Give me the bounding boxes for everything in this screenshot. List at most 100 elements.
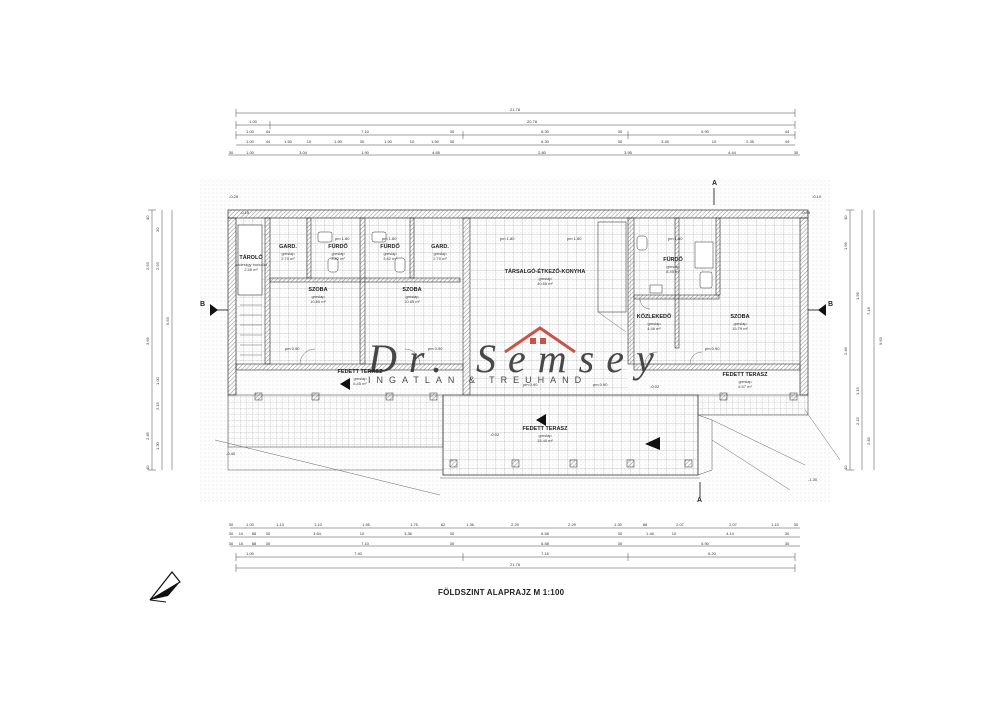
dim-bot1: 30 bbox=[228, 522, 234, 527]
dim-bot4: 7.40 bbox=[354, 551, 362, 556]
dim-left: 1.30 bbox=[155, 442, 160, 450]
dim-top1: 21.78 bbox=[509, 107, 521, 112]
dim-bot1: 1.55 bbox=[362, 522, 370, 527]
dim-top3: 44 bbox=[265, 129, 271, 134]
dim-bot1: 1.00 bbox=[246, 522, 254, 527]
dim-bot2: 4.14 bbox=[726, 531, 734, 536]
dim-bot2: 3.64 bbox=[313, 531, 321, 536]
dim-bot2: 10 bbox=[671, 531, 677, 536]
dim-bot1: 1.10 bbox=[314, 522, 322, 527]
dim-bot4: 6.20 bbox=[708, 551, 716, 556]
dim-top5: 3.95 bbox=[624, 150, 632, 155]
dim-top4: 44 bbox=[265, 139, 271, 144]
room-sub-szoba-1: greslap bbox=[311, 294, 325, 299]
dim-top4: 30 bbox=[617, 139, 623, 144]
level-mark: -0.02 bbox=[650, 384, 660, 389]
dim-right: 9.63 bbox=[878, 337, 883, 345]
dim-bot1: 2.29 bbox=[568, 522, 576, 527]
section-marker-b-left: B bbox=[200, 301, 206, 308]
dim-top4: 10 bbox=[306, 139, 312, 144]
parapet-label: pm 0.90 bbox=[523, 382, 538, 387]
dim-left: 2.93 bbox=[155, 262, 160, 270]
dim-top3: 30 bbox=[617, 129, 623, 134]
dim-bot2: 3.36 bbox=[404, 531, 412, 536]
level-mark: -0.20 bbox=[229, 194, 239, 199]
level-mark: -0.10 bbox=[812, 194, 822, 199]
dim-top5: 30 bbox=[228, 150, 234, 155]
room-sub-terasz-1: greslap bbox=[353, 376, 367, 381]
dim-bot5: 21.78 bbox=[509, 562, 521, 567]
dim-left: 40 bbox=[145, 465, 150, 470]
room-area-furdo-2: 3.82 m² bbox=[383, 256, 397, 261]
room-name-kozlekedo: KÖZLEKEDŐ bbox=[636, 314, 672, 320]
parapet-label: pm 0.90 bbox=[593, 382, 608, 387]
room-sub-gard-1: greslap bbox=[281, 251, 295, 256]
dim-top4: 44 bbox=[784, 139, 790, 144]
dim-top4: 1.90 bbox=[384, 139, 392, 144]
watermark-roof-logo bbox=[504, 326, 576, 354]
room-sub-terasz-3: greslap bbox=[738, 379, 752, 384]
dim-top4: 1.50 bbox=[284, 139, 292, 144]
dim-top4: 6.30 bbox=[541, 139, 549, 144]
room-sub-furdo-2: greslap bbox=[383, 251, 397, 256]
dim-top4: 1.00 bbox=[246, 139, 254, 144]
dim-bot3: 30 bbox=[617, 541, 623, 546]
room-sub-szoba-2: greslap bbox=[405, 294, 419, 299]
room-sub-terasz-2: greslap bbox=[538, 433, 552, 438]
dim-top5: 4.44 bbox=[728, 150, 736, 155]
dim-right: 7.18 bbox=[866, 307, 871, 315]
room-name-szoba-1: SZOBA bbox=[308, 287, 328, 293]
parapet-label: pm 1.80 bbox=[382, 236, 397, 241]
parapet-label: pm 0.90 bbox=[285, 346, 300, 351]
room-area-terasz-1: 5.45 m² bbox=[353, 381, 367, 386]
section-marker-a-top: A bbox=[712, 180, 718, 187]
room-sub-tarsalgo: greslap bbox=[538, 276, 552, 281]
north-arrow-icon bbox=[149, 571, 181, 603]
dim-bot1: 1.30 bbox=[614, 522, 622, 527]
room-name-gard-2: GARD. bbox=[431, 244, 449, 250]
dim-left: 40 bbox=[145, 215, 150, 220]
room-sub-szoba-3: greslap bbox=[733, 321, 747, 326]
dim-bot2: 1.46 bbox=[646, 531, 654, 536]
dim-bot2: 6.58 bbox=[541, 531, 549, 536]
dim-bot1: 1.75 bbox=[410, 522, 418, 527]
dim-left: 30 bbox=[155, 227, 160, 232]
section-marker-a-bottom: A bbox=[697, 497, 703, 504]
room-name-tarsalgo: TÁRSALGÓ-ÉTKEZŐ-KONYHA bbox=[504, 269, 586, 275]
level-mark: -0.15 bbox=[240, 210, 250, 215]
room-area-tarsalgo: 40.65 m² bbox=[537, 281, 553, 286]
room-sub-kozlekedo: greslap bbox=[647, 321, 661, 326]
drawing-title: FÖLDSZINT ALAPRAJZ M 1:100 bbox=[438, 588, 565, 597]
dim-left: 5.63 bbox=[165, 317, 170, 325]
dim-top3: 30 bbox=[449, 129, 455, 134]
level-mark: -1.30 bbox=[808, 477, 818, 482]
dim-top5: 3.04 bbox=[299, 150, 307, 155]
dim-top4: 1.90 bbox=[334, 139, 342, 144]
dim-top5: 4.65 bbox=[432, 150, 440, 155]
dim-bot1: 2.07 bbox=[676, 522, 684, 527]
room-name-furdo-2: FÜRDŐ bbox=[380, 244, 400, 250]
dim-top4: 10 bbox=[711, 139, 717, 144]
dim-top4: 2.35 bbox=[746, 139, 754, 144]
room-name-gard-1: GARD. bbox=[279, 244, 297, 250]
dim-bot2: 30 bbox=[784, 531, 790, 536]
dim-top3: 6.30 bbox=[541, 129, 549, 134]
dim-bot2: 30 bbox=[265, 531, 271, 536]
dim-right: 2.45 bbox=[866, 437, 871, 445]
dim-top4: 1.50 bbox=[431, 139, 439, 144]
dim-top5: 2.80 bbox=[538, 150, 546, 155]
dim-top3: 44 bbox=[784, 129, 790, 134]
dim-bot3: 7.10 bbox=[361, 541, 369, 546]
dim-bot4: 7.16 bbox=[541, 551, 549, 556]
room-name-tarolo: TÁROLÓ bbox=[239, 255, 263, 261]
dim-bot1: 1.13 bbox=[276, 522, 284, 527]
parapet-label: pm 1.80 bbox=[335, 236, 350, 241]
room-area-gard-1: 2.70 m² bbox=[281, 256, 295, 261]
watermark-subtitle: INGATLAN & TREUHAND bbox=[368, 375, 588, 385]
dim-left: 3.65 bbox=[145, 337, 150, 345]
dim-right: 1.96 bbox=[855, 292, 860, 300]
dim-bot2: 88 bbox=[251, 531, 257, 536]
dim-bot3: 5.90 bbox=[701, 541, 709, 546]
dim-bot1: 88 bbox=[642, 522, 648, 527]
dim-left: 2.45 bbox=[145, 432, 150, 440]
